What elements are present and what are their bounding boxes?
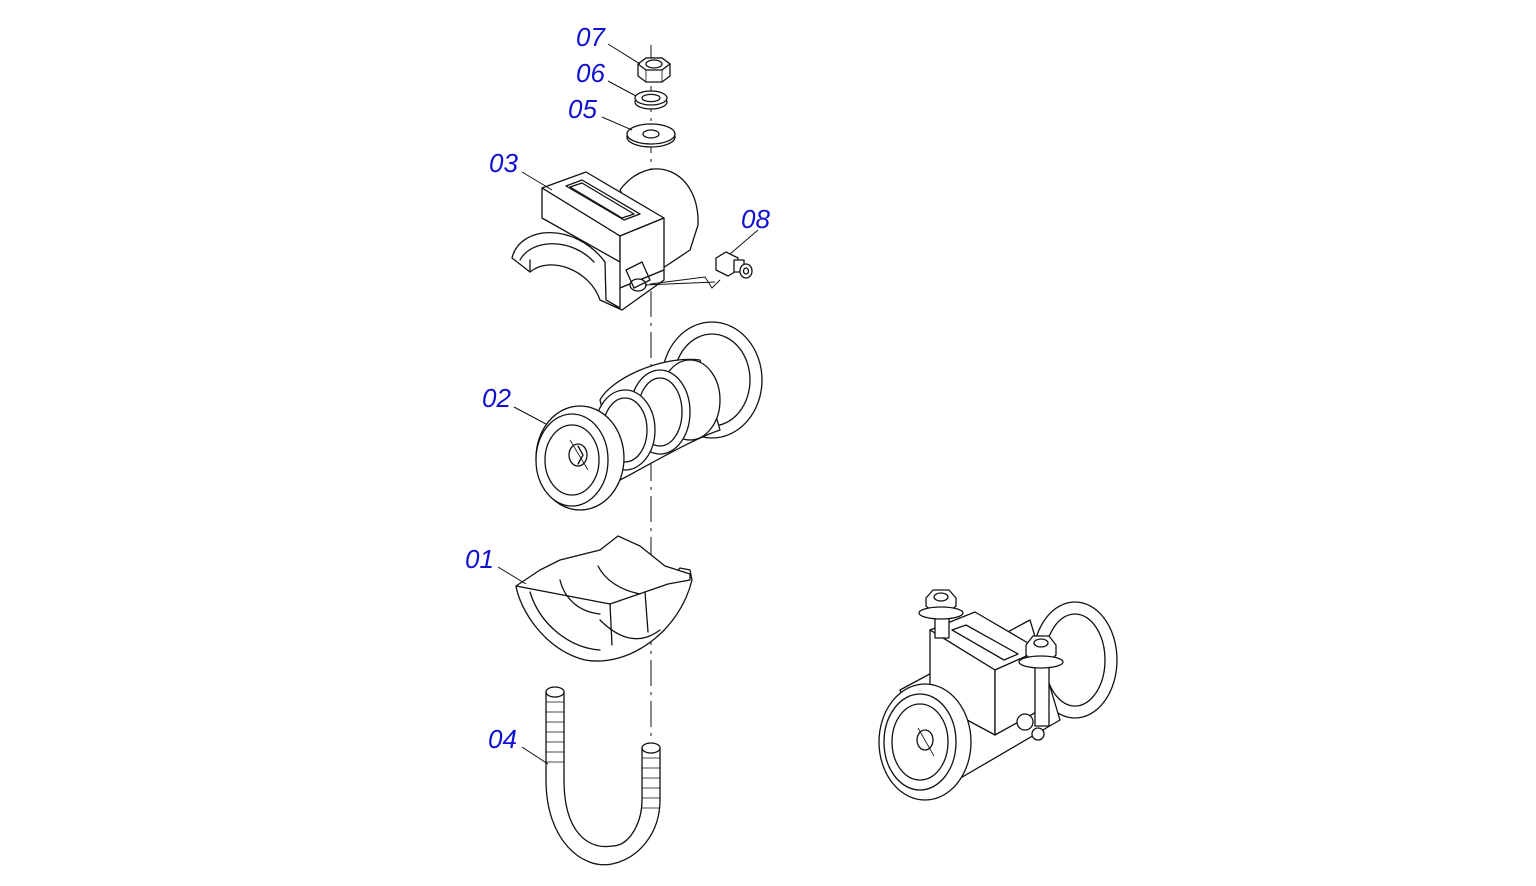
part-05-flat-washer[interactable] [626,123,676,148]
part-02-roller[interactable] [535,321,763,511]
callout-07[interactable]: 07 [576,22,606,52]
callout-03[interactable]: 03 [489,148,518,178]
part-03-upper-housing[interactable] [511,168,721,311]
callout-05[interactable]: 05 [568,94,597,124]
callout-06[interactable]: 06 [576,58,605,88]
part-04-u-bolt[interactable] [545,686,661,866]
callout-02[interactable]: 02 [482,383,511,413]
part-06-spring-washer[interactable] [634,90,668,110]
assembled-unit-view [878,589,1118,801]
part-07-nut[interactable] [637,57,671,83]
callout-01[interactable]: 01 [465,544,494,574]
callout-08[interactable]: 08 [741,204,770,234]
callout-leaders [497,43,759,765]
part-01-lower-half[interactable] [515,535,693,662]
callout-04[interactable]: 04 [488,724,517,754]
part-08-grease-nipple[interactable] [715,251,753,279]
